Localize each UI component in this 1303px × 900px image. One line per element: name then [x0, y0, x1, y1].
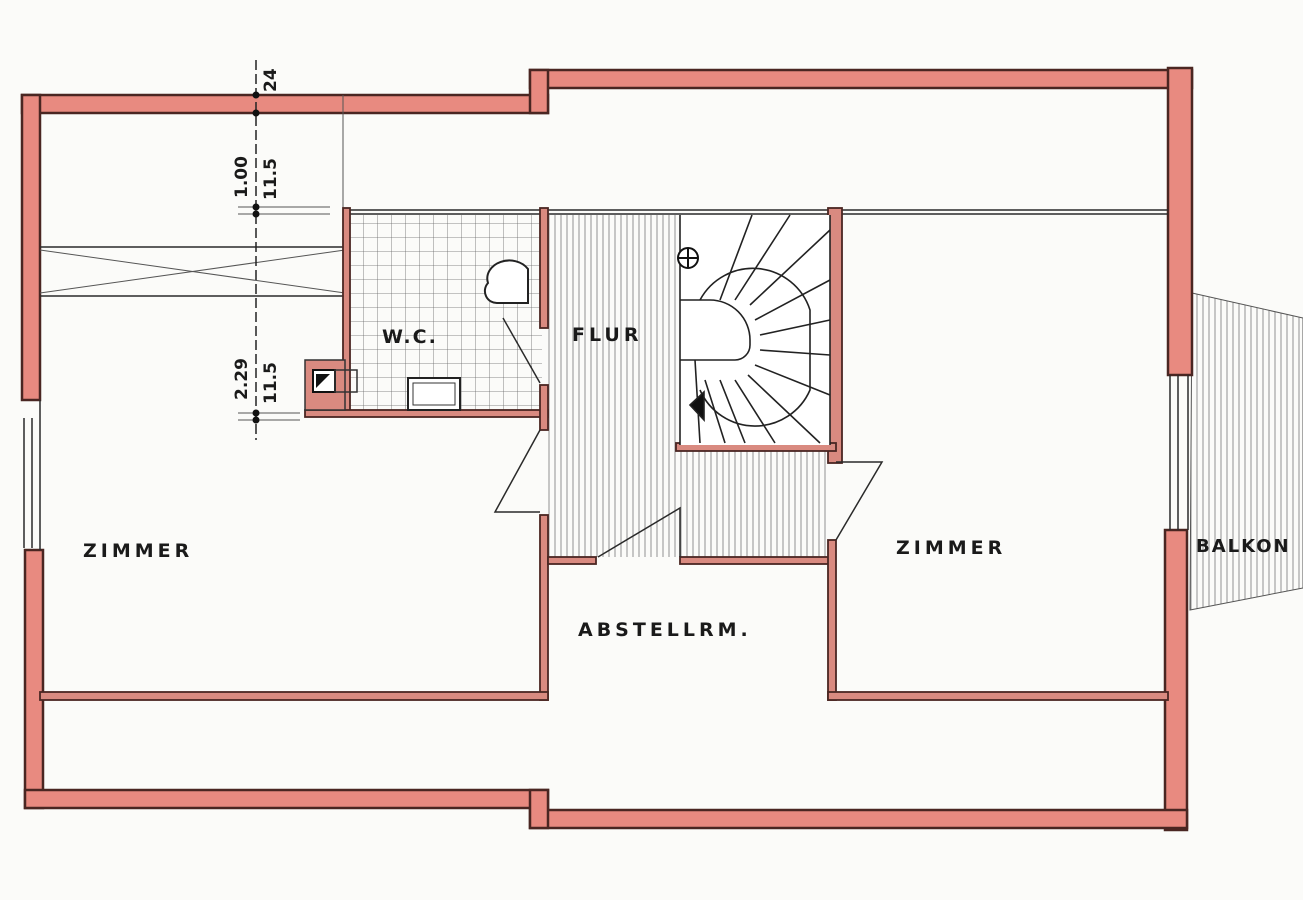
flur-floor-pattern — [548, 215, 680, 557]
landing-floor-pattern — [680, 450, 830, 557]
room-label-zimmer-left: ZIMMER — [83, 540, 193, 562]
room-label-zimmer-right: ZIMMER — [896, 537, 1006, 559]
room-label-flur: FLUR — [572, 324, 642, 346]
room-label-balkon: BALKON — [1196, 536, 1291, 557]
dim-height-upper: 1.00 — [232, 156, 252, 198]
room-label-wc: W.C. — [382, 326, 438, 348]
knee-wall-top — [345, 209, 1168, 215]
wc-door-swing — [502, 317, 541, 384]
abstellraum-door-swing — [597, 506, 681, 558]
roof-window-lines — [40, 246, 345, 297]
roof-window-cross — [39, 249, 346, 294]
chimney — [304, 359, 358, 411]
zimmer-left-door-swing — [493, 429, 541, 513]
balcony — [1189, 292, 1303, 611]
stair-direction-arrow — [688, 390, 705, 423]
dimension-line — [238, 60, 330, 440]
left-window — [23, 400, 41, 550]
dim-wall-lower: 11.5 — [261, 362, 281, 404]
toilet-icon — [483, 259, 529, 305]
dim-height-lower: 2.29 — [232, 358, 252, 400]
zimmer-right-door-swing — [835, 461, 884, 541]
staircase — [677, 214, 831, 445]
exterior-walls — [20, 66, 1194, 832]
room-label-abstellraum: ABSTELLRM. — [578, 619, 752, 641]
balcony-door — [1169, 375, 1189, 530]
dim-wall-top: 24 — [261, 68, 281, 92]
interior-walls — [39, 207, 1169, 701]
dim-wall-upper: 11.5 — [261, 158, 281, 200]
